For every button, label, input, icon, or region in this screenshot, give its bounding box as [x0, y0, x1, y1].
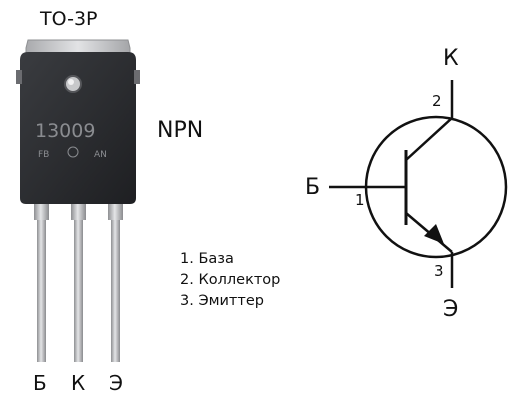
legend-item-collector: 2. Коллектор [180, 272, 281, 288]
leg-collector [74, 205, 83, 362]
package-marking: 13009 [35, 120, 95, 142]
leg-base [37, 205, 46, 362]
pin-label-collector: К [71, 371, 86, 395]
pin-label-emitter: Э [109, 371, 123, 395]
emitter-arrow [424, 224, 444, 244]
package-marking-right: AN [94, 150, 107, 160]
legend-item-emitter: 3. Эмиттер [180, 293, 264, 309]
symbol-collector-number: 2 [432, 92, 442, 110]
collector-line [405, 117, 453, 161]
symbol-emitter-number: 3 [434, 262, 444, 280]
logo-mark [67, 146, 79, 158]
leg-emitter [111, 205, 120, 362]
symbol-emitter-label: Э [443, 297, 459, 322]
symbol-base-number: 1 [355, 191, 365, 209]
symbol-collector-label: К [443, 46, 459, 71]
package-title: TO-3P [40, 8, 98, 30]
legend-item-base: 1. База [180, 251, 234, 267]
symbol-base-label: Б [305, 175, 321, 200]
package-marking-left: FB [38, 150, 49, 160]
pin-legend: 1. База 2. Коллектор 3. Эмиттер [180, 249, 280, 312]
transistor-body [20, 52, 136, 204]
pin-label-base: Б [33, 371, 47, 395]
transistor-type-label: NPN [157, 118, 204, 143]
